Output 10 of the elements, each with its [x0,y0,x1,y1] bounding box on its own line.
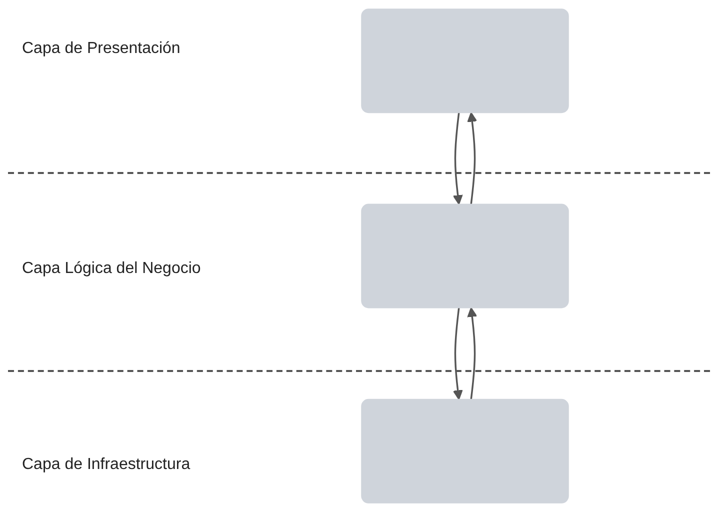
node-box [361,398,569,504]
layer-label: Capa de Infraestructura [22,456,190,474]
arrow [467,112,478,204]
layer-label: Capa de Presentación [22,40,180,58]
arrow [467,307,478,400]
node-box [361,8,569,114]
arrow [452,112,463,205]
arrow [452,308,463,400]
layer-label: Capa Lógica del Negocio [22,260,201,278]
node-box [361,204,569,308]
